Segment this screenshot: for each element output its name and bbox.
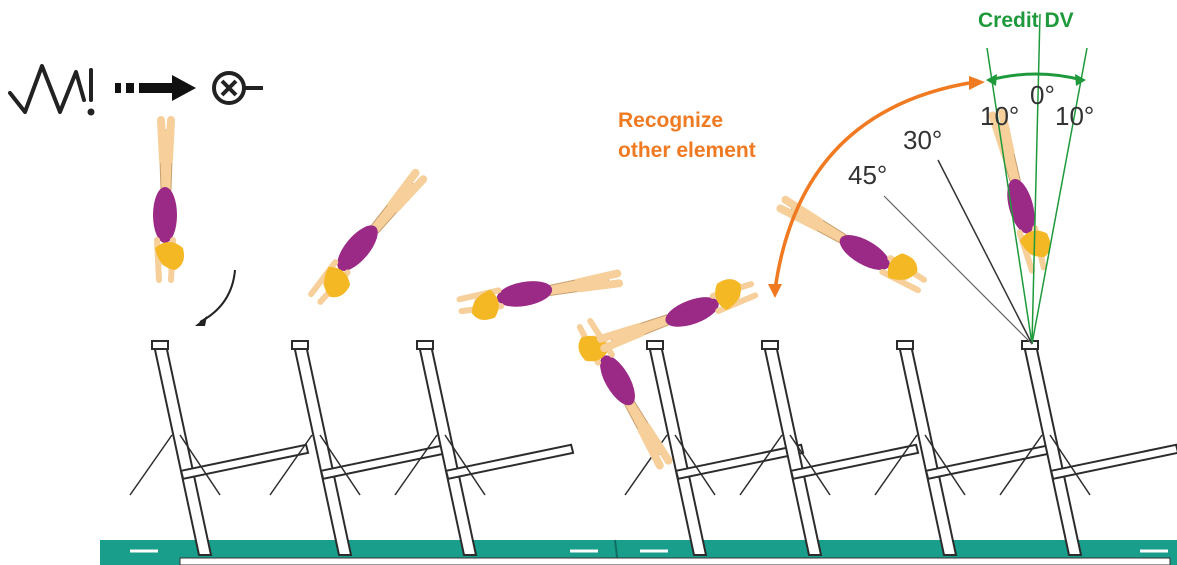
floor-mat [100, 540, 1177, 565]
dashed-arrow-icon [115, 75, 196, 101]
bar-frame [130, 341, 308, 555]
bar-frame [740, 341, 918, 555]
gymnast-figure [458, 266, 621, 324]
element-symbol-icon [10, 66, 91, 112]
exclamation-dot-icon [88, 109, 95, 116]
bar-frame [395, 341, 573, 555]
gymnast-figure [985, 110, 1056, 273]
circle-x-icon [214, 73, 263, 103]
gymnast-figure [307, 168, 434, 310]
angle-10-left-label: 10° [980, 101, 1019, 132]
bar-frame [1000, 341, 1177, 555]
rotation-arrow-icon [195, 270, 235, 326]
angle-45-label: 45° [848, 160, 887, 191]
angle-0-label: 0° [1030, 80, 1055, 111]
recognize-label-line2: other element [618, 136, 756, 166]
recognize-label: Recognize other element [618, 106, 756, 166]
gymnast-figure [153, 120, 184, 280]
recognize-label-line1: Recognize [618, 106, 756, 136]
angle-10-right-label: 10° [1055, 101, 1094, 132]
credit-dv-label: Credit DV [978, 9, 1074, 33]
angle-lines [884, 14, 1087, 344]
angle-30-label: 30° [903, 125, 942, 156]
